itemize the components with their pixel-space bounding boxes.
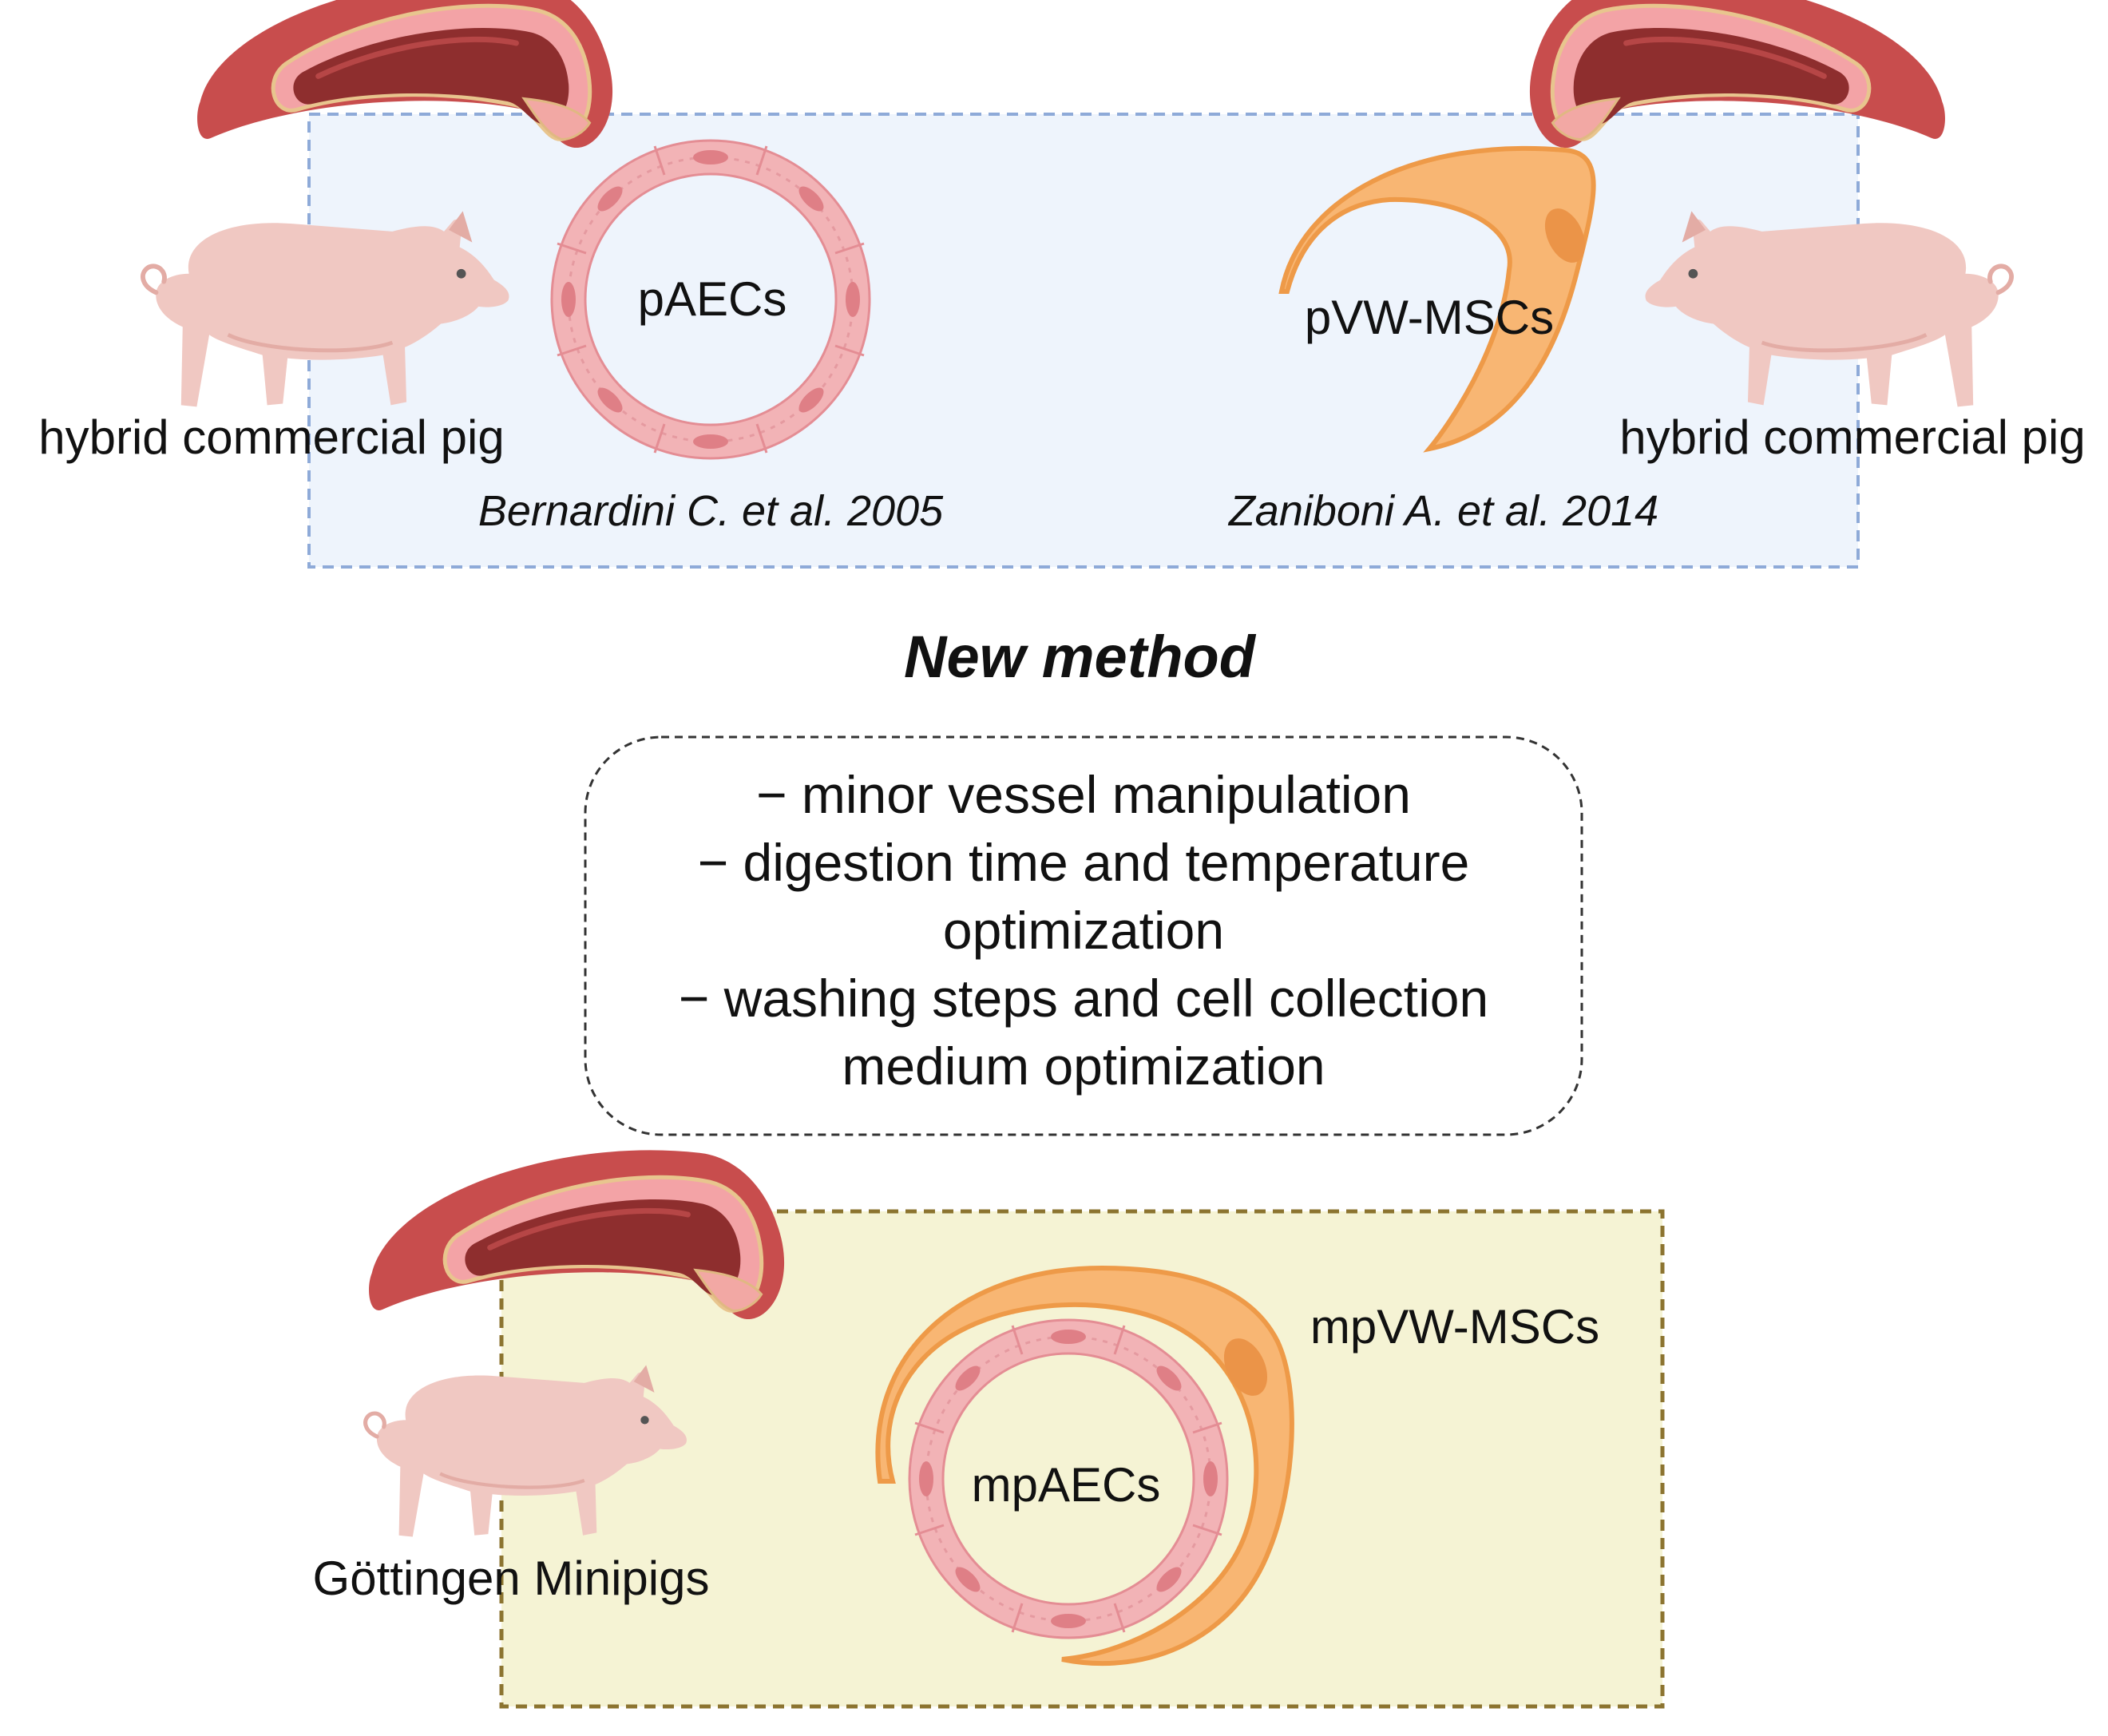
- mesenchymal-stem-cell-icon: [875, 1265, 1294, 1667]
- animal-label-right: hybrid commercial pig: [1619, 410, 2086, 464]
- animal-label-left: hybrid commercial pig: [38, 410, 505, 464]
- animal-label-bottom: Göttingen Minipigs: [313, 1552, 710, 1605]
- cell-label-pvw-mscs: pVW-MSCs: [1305, 291, 1554, 344]
- method-step: − washing steps and cell collection: [679, 969, 1488, 1028]
- method-steps-box: [584, 735, 1583, 1136]
- reference-right: Zaniboni A. et al. 2014: [1227, 487, 1658, 535]
- heading: New method: [904, 624, 1257, 690]
- method-step: optimization: [943, 901, 1224, 960]
- reference-left: Bernardini C. et al. 2005: [478, 487, 944, 535]
- method-steps-list: − minor vessel manipulation − digestion …: [679, 765, 1488, 1096]
- method-step: − digestion time and temperature: [698, 833, 1470, 892]
- cell-label-mpaecs: mpAECs: [972, 1458, 1161, 1512]
- cell-label-mpvw-mscs: mpVW-MSCs: [1310, 1300, 1599, 1354]
- cell-label-paecs: pAECs: [638, 272, 787, 326]
- method-step: medium optimization: [842, 1036, 1325, 1096]
- method-step: − minor vessel manipulation: [756, 765, 1411, 824]
- mesenchymal-stem-cell-icon: [1278, 145, 1596, 453]
